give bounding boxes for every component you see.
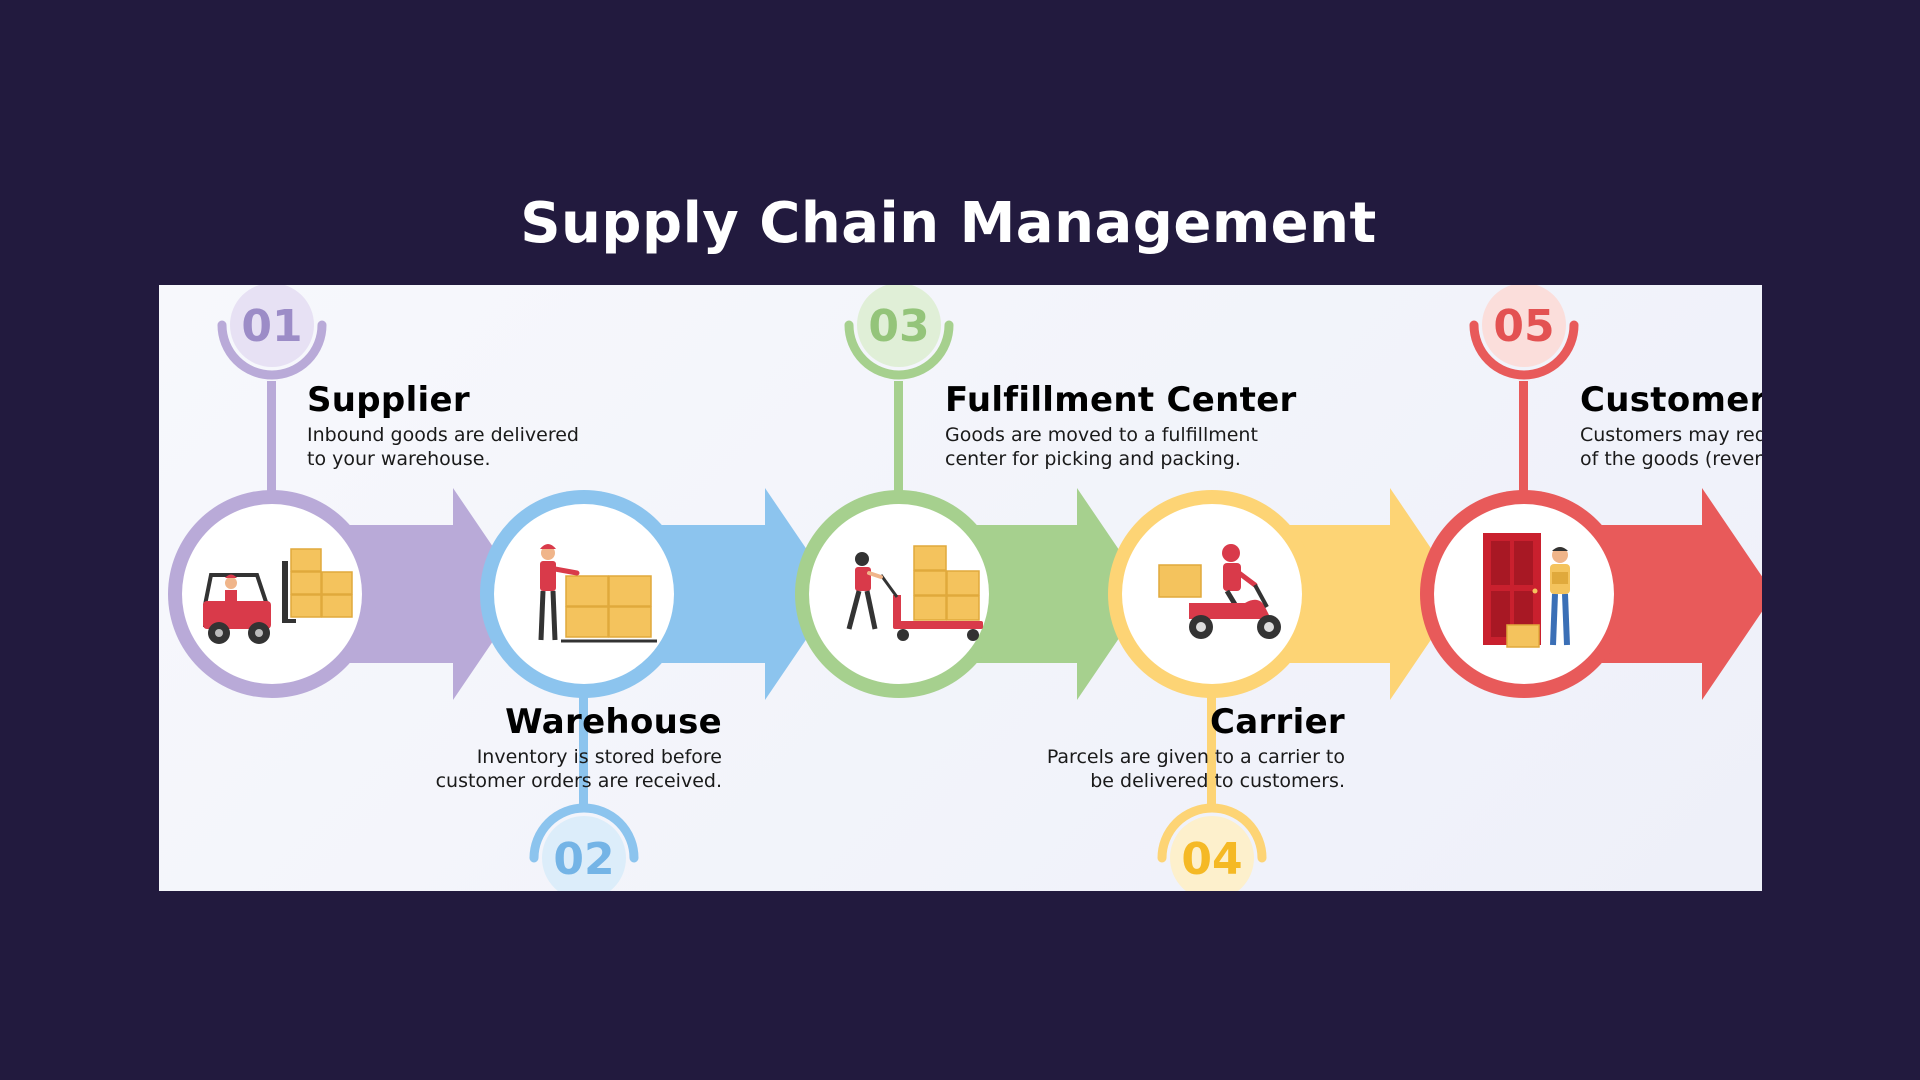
step-desc-line-2: to your warehouse. (307, 448, 491, 470)
process-flow-graphic: 01 02 03 04 05 (168, 285, 1762, 891)
step-number-2: 02 (553, 834, 614, 885)
step-desc-line-1: Goods are moved to a fulfillment (945, 424, 1258, 446)
number-badge-1: 01 (217, 285, 327, 380)
step-5-text: Customer Customers may request returns o… (1580, 380, 1762, 471)
number-badge-2: 02 (529, 803, 639, 891)
delivery-scooter-icon (1158, 544, 1281, 639)
step-1-text: Supplier Inbound goods are delivered to … (307, 380, 579, 471)
step-title-carrier: Carrier (1209, 702, 1345, 742)
step-desc-line-2: be delivered to customers. (1090, 770, 1345, 792)
step-title-fulfillment-center: Fulfillment Center (945, 380, 1297, 420)
step-title-customer: Customer (1580, 380, 1762, 420)
forklift-icon (203, 548, 353, 644)
step-3-text: Fulfillment Center Goods are moved to a … (945, 380, 1297, 471)
step-desc-line-2: center for picking and packing. (945, 448, 1241, 470)
connector-stem-1 (267, 381, 276, 496)
step-number-3: 03 (868, 301, 929, 352)
pallet-jack-icon (846, 545, 983, 641)
step-desc-line-2: of the goods (reverse logistics). (1580, 448, 1762, 470)
page-title: Supply Chain Management (520, 191, 1377, 256)
step-number-4: 04 (1181, 834, 1242, 885)
step-circle-4 (1108, 490, 1316, 698)
customer-door-icon (1483, 533, 1570, 648)
number-badge-3: 03 (844, 285, 954, 380)
step-4-text: Carrier Parcels are given to a carrier t… (1047, 702, 1345, 793)
step-desc-line-2: customer orders are received. (435, 770, 722, 792)
step-desc-line-1: Inventory is stored before (476, 746, 722, 768)
step-desc-line-1: Customers may request returns (1580, 424, 1762, 446)
connector-stem-5 (1519, 381, 1528, 496)
step-desc-line-1: Parcels are given to a carrier to (1046, 746, 1345, 768)
step-number-5: 05 (1493, 301, 1554, 352)
connector-stem-3 (894, 381, 903, 496)
number-badge-5: 05 (1469, 285, 1579, 380)
step-2-text: Warehouse Inventory is stored before cus… (436, 702, 722, 793)
step-title-supplier: Supplier (307, 380, 470, 420)
step-title-warehouse: Warehouse (505, 702, 722, 742)
warehouse-worker-icon (538, 544, 657, 643)
connector-stem-4 (1207, 692, 1216, 807)
connector-stem-2 (579, 692, 588, 807)
number-badge-4: 04 (1157, 803, 1267, 891)
step-number-1: 01 (241, 301, 302, 352)
step-desc-line-1: Inbound goods are delivered (307, 424, 579, 446)
supply-chain-infographic: 01 02 03 04 05 (159, 285, 1762, 891)
